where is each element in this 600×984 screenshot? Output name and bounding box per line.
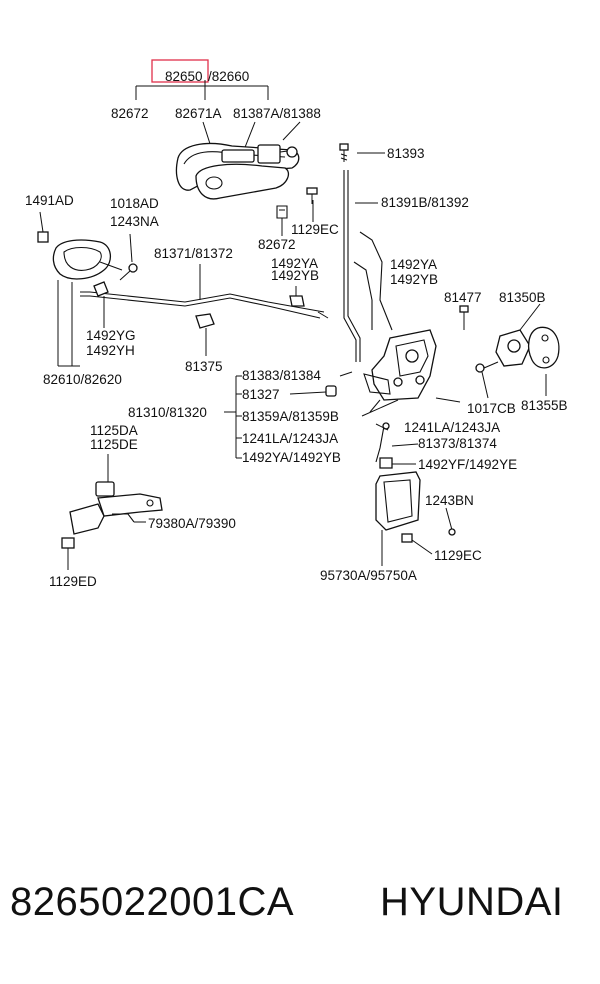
label-1129ED: 1129ED [49,574,97,589]
screw-1017CB [475,361,499,399]
door-checker-79380A [69,454,163,535]
label-81310: 81310/81320 [128,405,207,420]
label-81371: 81371/81372 [154,246,233,261]
rod-81371 [80,264,329,319]
striker-81350B [495,303,560,396]
label-82660: /82660 [208,69,249,84]
top-callout-lines [135,80,385,236]
label-82650: 82650 [165,69,203,84]
footer-caption: 8265022001CA HYUNDAI [0,880,600,950]
label-1241LA-right: 1241LA/1243JA [404,420,500,435]
clip-1492YA-center [289,286,305,307]
label-1491AD: 1491AD [25,193,74,208]
label-81383: 81383/81384 [242,368,321,383]
label-81355B: 81355B [521,398,568,413]
label-1492YB-right: 1492YB [390,272,438,287]
label-1129EC-lower: 1129EC [434,548,482,563]
latch-small-parts [325,385,393,469]
label-1492YG: 1492YG [86,328,136,343]
label-81391B: 81391B/81392 [381,195,469,210]
label-82610: 82610/82620 [43,372,122,387]
label-1492YH: 1492YH [86,343,135,358]
label-82672-mid: 82672 [258,237,296,252]
actuator-95730A [375,471,421,566]
inside-handle-82610 [52,239,123,367]
label-1017CB: 1017CB [467,401,516,416]
label-81373: 81373/81374 [418,436,497,451]
label-81375: 81375 [185,359,223,374]
label-1492YB-center: 1492YB [271,268,319,283]
label-1243NA: 1243NA [110,214,159,229]
grommet-1491AD [37,211,49,243]
screw-1018AD [119,233,138,281]
screw-1129EC-upper [306,187,318,204]
label-1492YA-right: 1492YA [390,257,437,272]
lock-rods [343,170,393,362]
label-95730A: 95730A/95750A [320,568,417,583]
label-81393: 81393 [387,146,425,161]
label-82672-top: 82672 [111,106,149,121]
outside-handle-assembly [175,142,300,200]
bolt-81477 [459,305,469,330]
label-1129EC-upper: 1129EC [291,222,339,237]
part-number: 8265022001CA [10,880,295,924]
label-82671A: 82671A [175,106,222,121]
label-79380A: 79380A/79390 [148,516,236,531]
label-1125DE: 1125DE [90,437,138,452]
label-1492YA-center: 1492YA [271,256,318,271]
label-81359A: 81359A/81359B [242,409,339,424]
label-1243BN: 1243BN [425,493,474,508]
bolt-81393 [339,143,349,162]
label-81477: 81477 [444,290,482,305]
screw-1243BN [445,507,456,536]
clip-82672 [276,205,288,219]
label-1125DA: 1125DA [90,423,138,438]
screw-1129EC-lower [401,533,433,555]
label-81387A: 81387A/81388 [233,106,321,121]
label-1492YF: 1492YF/1492YE [418,457,517,472]
door-latch-assembly [363,329,461,413]
label-1492YA-bottom: 1492YA/1492YB [242,450,341,465]
label-1018AD: 1018AD [110,196,159,211]
callout-labels: 82650 /82660 82672 82671A 81387A/81388 8… [25,69,568,589]
bolt-1129ED [61,537,75,570]
label-81327: 81327 [242,387,280,402]
group-81310-bracket [224,371,419,465]
target-part-highlight [151,59,209,83]
clip-81375 [195,313,215,356]
clip-1492YG [93,281,109,328]
label-81350B: 81350B [499,290,546,305]
label-1241LA-left: 1241LA/1243JA [242,431,338,446]
brand-name: HYUNDAI [380,880,564,924]
